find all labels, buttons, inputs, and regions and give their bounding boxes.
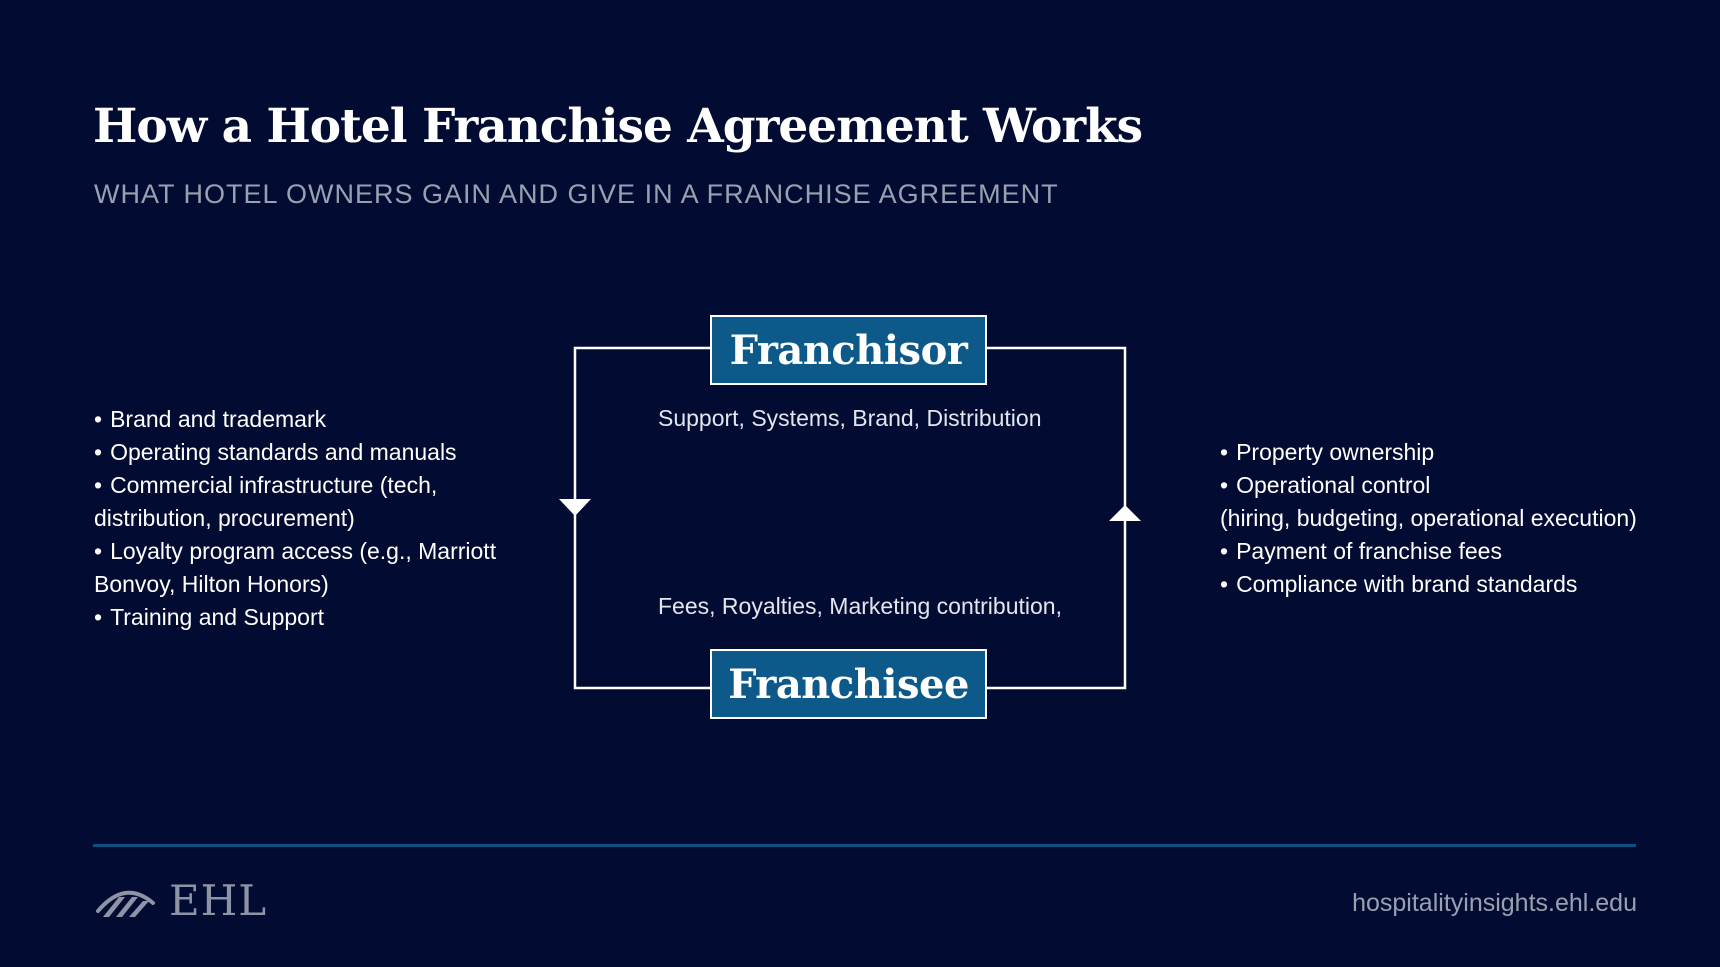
franchisor-provides-list: • Brand and trademark • Operating standard… [94, 403, 514, 634]
franchisee-provides-list: • Property ownership • Operational control… [1220, 436, 1700, 601]
bullet: • [1220, 538, 1229, 564]
bullet: • [1220, 571, 1229, 597]
list-item-text: Compliance with brand standards [1236, 571, 1578, 597]
bullet: • [94, 439, 103, 465]
arrow-down-icon [559, 499, 591, 516]
list-item: • Operational control [1220, 469, 1700, 502]
arrow-up-icon [1109, 505, 1141, 521]
flow-line-left [573, 346, 710, 690]
list-item-text: Operational control [1236, 472, 1431, 498]
list-item: • Training and Support [94, 601, 514, 634]
footer-divider [93, 844, 1636, 847]
ehl-logo-text: EHL [169, 876, 268, 925]
flow-label-franchisee-to-franchisor: Fees, Royalties, Marketing contribution, [658, 593, 1062, 619]
bullet: • [1220, 472, 1229, 498]
ehl-logo-mark-icon [96, 890, 155, 917]
list-item: • Payment of franchise fees [1220, 535, 1700, 568]
list-item-text: Training and Support [110, 604, 325, 630]
website-url: hospitalityinsights.ehl.edu [1352, 889, 1637, 917]
list-item-text: (hiring, budgeting, operational executio… [1220, 505, 1637, 531]
list-item-text: Payment of franchise fees [1236, 538, 1502, 564]
list-item: • Operating standards and manuals [94, 436, 514, 469]
list-item-text: Operating standards and manuals [110, 439, 457, 465]
list-item: • Property ownership [1220, 436, 1700, 469]
bullet: • [94, 472, 103, 498]
list-item-text: Brand and trademark [110, 406, 327, 432]
list-item-text: Loyalty program access (e.g., Marriott B… [94, 538, 497, 597]
list-item: • Brand and trademark [94, 403, 514, 436]
bullet: • [94, 406, 103, 432]
ehl-logo: EHL [95, 880, 267, 922]
list-item: • Compliance with brand standards [1220, 568, 1700, 601]
bullet: • [94, 538, 103, 564]
flow-label-franchisor-to-franchisee: Support, Systems, Brand, Distribution [658, 405, 1042, 431]
page-subtitle: WHAT HOTEL OWNERS GAIN AND GIVE IN A FRA… [94, 179, 1059, 209]
franchisor-box: Franchisor [710, 315, 987, 385]
bullet: • [1220, 439, 1229, 465]
flow-line-right [987, 346, 1127, 690]
franchisee-label: Franchisee [728, 660, 969, 708]
list-item: •Commercial infrastructure (tech, distri… [94, 469, 514, 535]
bullet: • [94, 604, 103, 630]
list-item: (hiring, budgeting, operational executio… [1220, 502, 1700, 535]
list-item-text: Property ownership [1236, 439, 1435, 465]
page-title: How a Hotel Franchise Agreement Works [93, 99, 1143, 154]
franchisee-box: Franchisee [710, 649, 987, 719]
list-item: •Loyalty program access (e.g., Marriott … [94, 535, 514, 601]
franchisor-label: Franchisor [729, 326, 968, 374]
list-item-text: Commercial infrastructure (tech, distrib… [94, 472, 438, 531]
